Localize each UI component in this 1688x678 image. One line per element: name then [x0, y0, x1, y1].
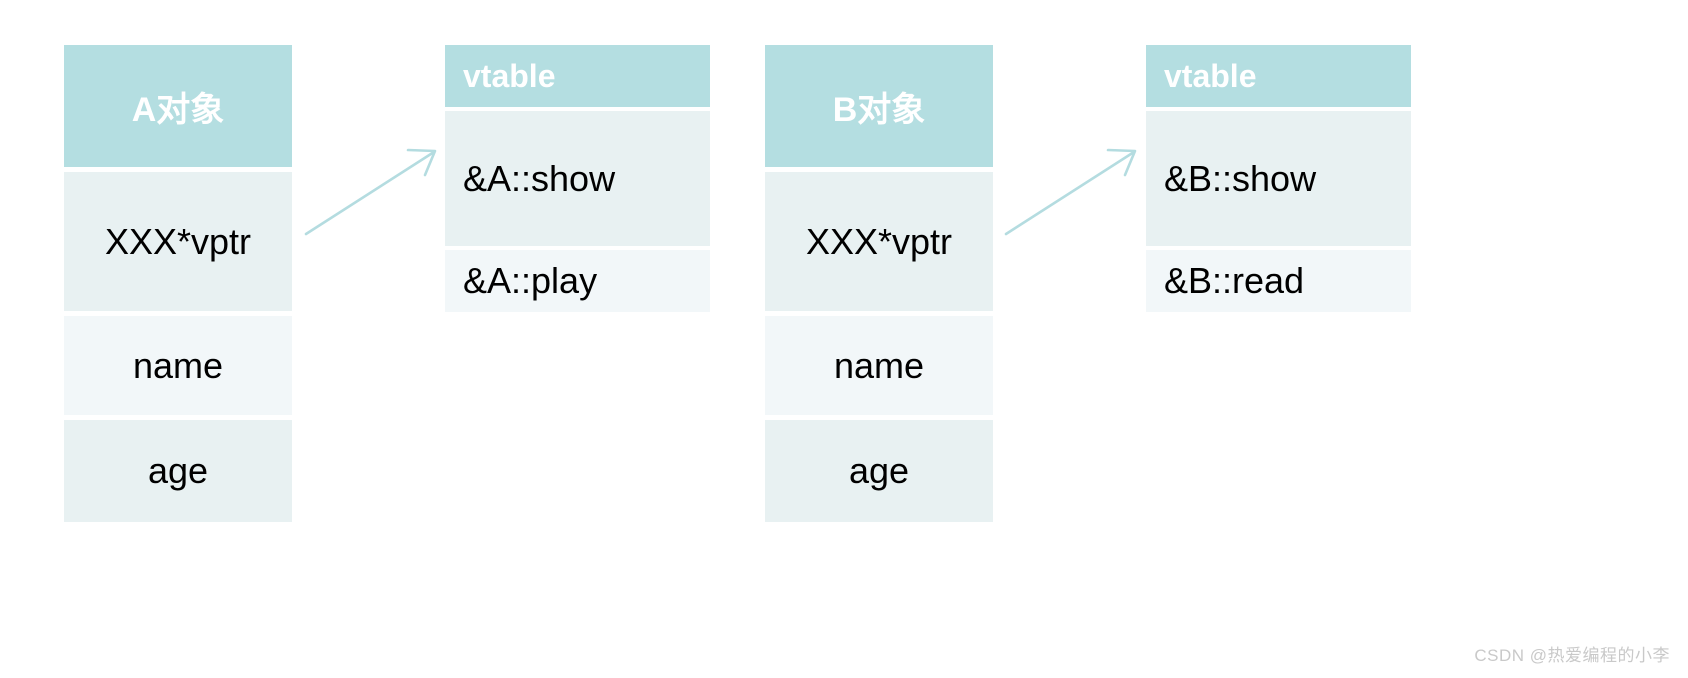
vtable-a-row-play: &A::play — [445, 250, 710, 312]
csdn-watermark: CSDN @热爱编程的小李 — [1474, 646, 1670, 665]
object-a-row-name: name — [64, 316, 292, 415]
vtable-b-header: vtable — [1146, 45, 1411, 107]
object-a-row-age: age — [64, 420, 292, 522]
vtable-a-block: vtable &A::show &A::play — [445, 45, 710, 312]
object-a-row-vptr: XXX*vptr — [64, 172, 292, 311]
object-b-row-name: name — [765, 316, 993, 415]
row-divider — [445, 107, 710, 111]
vtable-b-row-show: &B::show — [1146, 111, 1411, 246]
row-divider — [765, 311, 993, 316]
object-a-block: A对象 XXX*vptr name age — [64, 45, 292, 522]
row-divider — [64, 415, 292, 420]
row-divider — [64, 167, 292, 172]
vtable-b-block: vtable &B::show &B::read — [1146, 45, 1411, 312]
row-divider — [445, 246, 710, 250]
row-divider — [64, 311, 292, 316]
object-b-row-vptr: XXX*vptr — [765, 172, 993, 311]
arrow-b-vptr-to-vtable-icon — [1004, 148, 1137, 236]
vtable-a-row-show: &A::show — [445, 111, 710, 246]
row-divider — [1146, 107, 1411, 111]
row-divider — [765, 167, 993, 172]
object-b-row-age: age — [765, 420, 993, 522]
object-a-header: A对象 — [64, 45, 292, 167]
row-divider — [1146, 246, 1411, 250]
vtable-a-header: vtable — [445, 45, 710, 107]
object-b-block: B对象 XXX*vptr name age — [765, 45, 993, 522]
arrow-a-vptr-to-vtable-icon — [304, 148, 437, 236]
vtable-b-row-read: &B::read — [1146, 250, 1411, 312]
row-divider — [765, 415, 993, 420]
object-b-header: B对象 — [765, 45, 993, 167]
